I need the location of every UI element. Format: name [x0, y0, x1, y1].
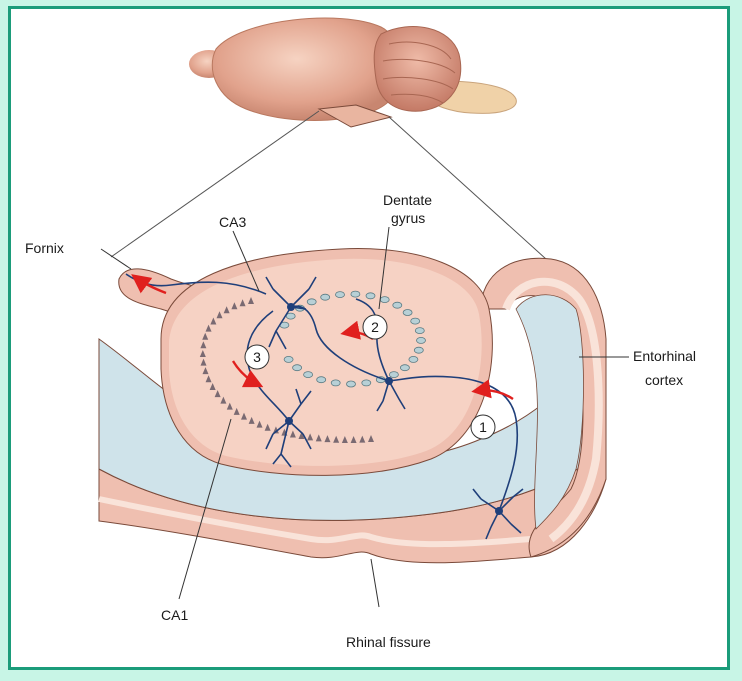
step-number: 3 — [253, 349, 261, 365]
granule-cell — [304, 372, 313, 378]
granule-cell — [400, 365, 409, 371]
pathway-step-3: 3 — [245, 345, 269, 369]
granule-cell — [389, 372, 398, 378]
granule-cell — [284, 356, 293, 362]
granule-cell — [393, 302, 402, 308]
hippocampus-diagram: 1 2 3 Fornix CA3 Dentate gyrus Entorhina… — [11, 9, 727, 667]
label-dentate-line2: gyrus — [391, 210, 425, 226]
granule-cell — [409, 356, 418, 362]
label-dentate-line1: Dentate — [383, 192, 432, 208]
granule-cell — [403, 310, 412, 316]
granule-cell — [362, 380, 371, 386]
granule-cell — [321, 294, 330, 300]
granule-cell — [351, 291, 360, 297]
label-entorhinal-line2: cortex — [645, 372, 683, 388]
label-entorhinal-line1: Entorhinal — [633, 348, 696, 364]
step-number: 1 — [479, 419, 487, 435]
label-ca3: CA3 — [219, 214, 246, 230]
label-ca1: CA1 — [161, 607, 188, 623]
projection-line-right — [389, 117, 546, 259]
granule-cell — [366, 293, 375, 299]
granule-cell — [415, 328, 424, 334]
granule-cell — [417, 337, 426, 343]
brain-illustration-icon — [189, 18, 516, 127]
step-number: 2 — [371, 319, 379, 335]
label-fornix: Fornix — [25, 240, 64, 256]
granule-cell — [336, 292, 345, 298]
granule-cell — [411, 318, 420, 324]
granule-cell — [380, 297, 389, 303]
granule-cell — [331, 380, 340, 386]
pathway-step-1: 1 — [471, 415, 495, 439]
label-rhinal-fissure: Rhinal fissure — [346, 634, 431, 650]
granule-cell — [293, 365, 302, 371]
projection-line-left — [111, 111, 319, 257]
granule-cell — [307, 299, 316, 305]
pathway-step-2: 2 — [363, 315, 387, 339]
granule-cell — [414, 347, 423, 353]
granule-cell — [347, 381, 356, 387]
figure-frame: 1 2 3 Fornix CA3 Dentate gyrus Entorhina… — [8, 6, 730, 670]
granule-cell — [317, 377, 326, 383]
